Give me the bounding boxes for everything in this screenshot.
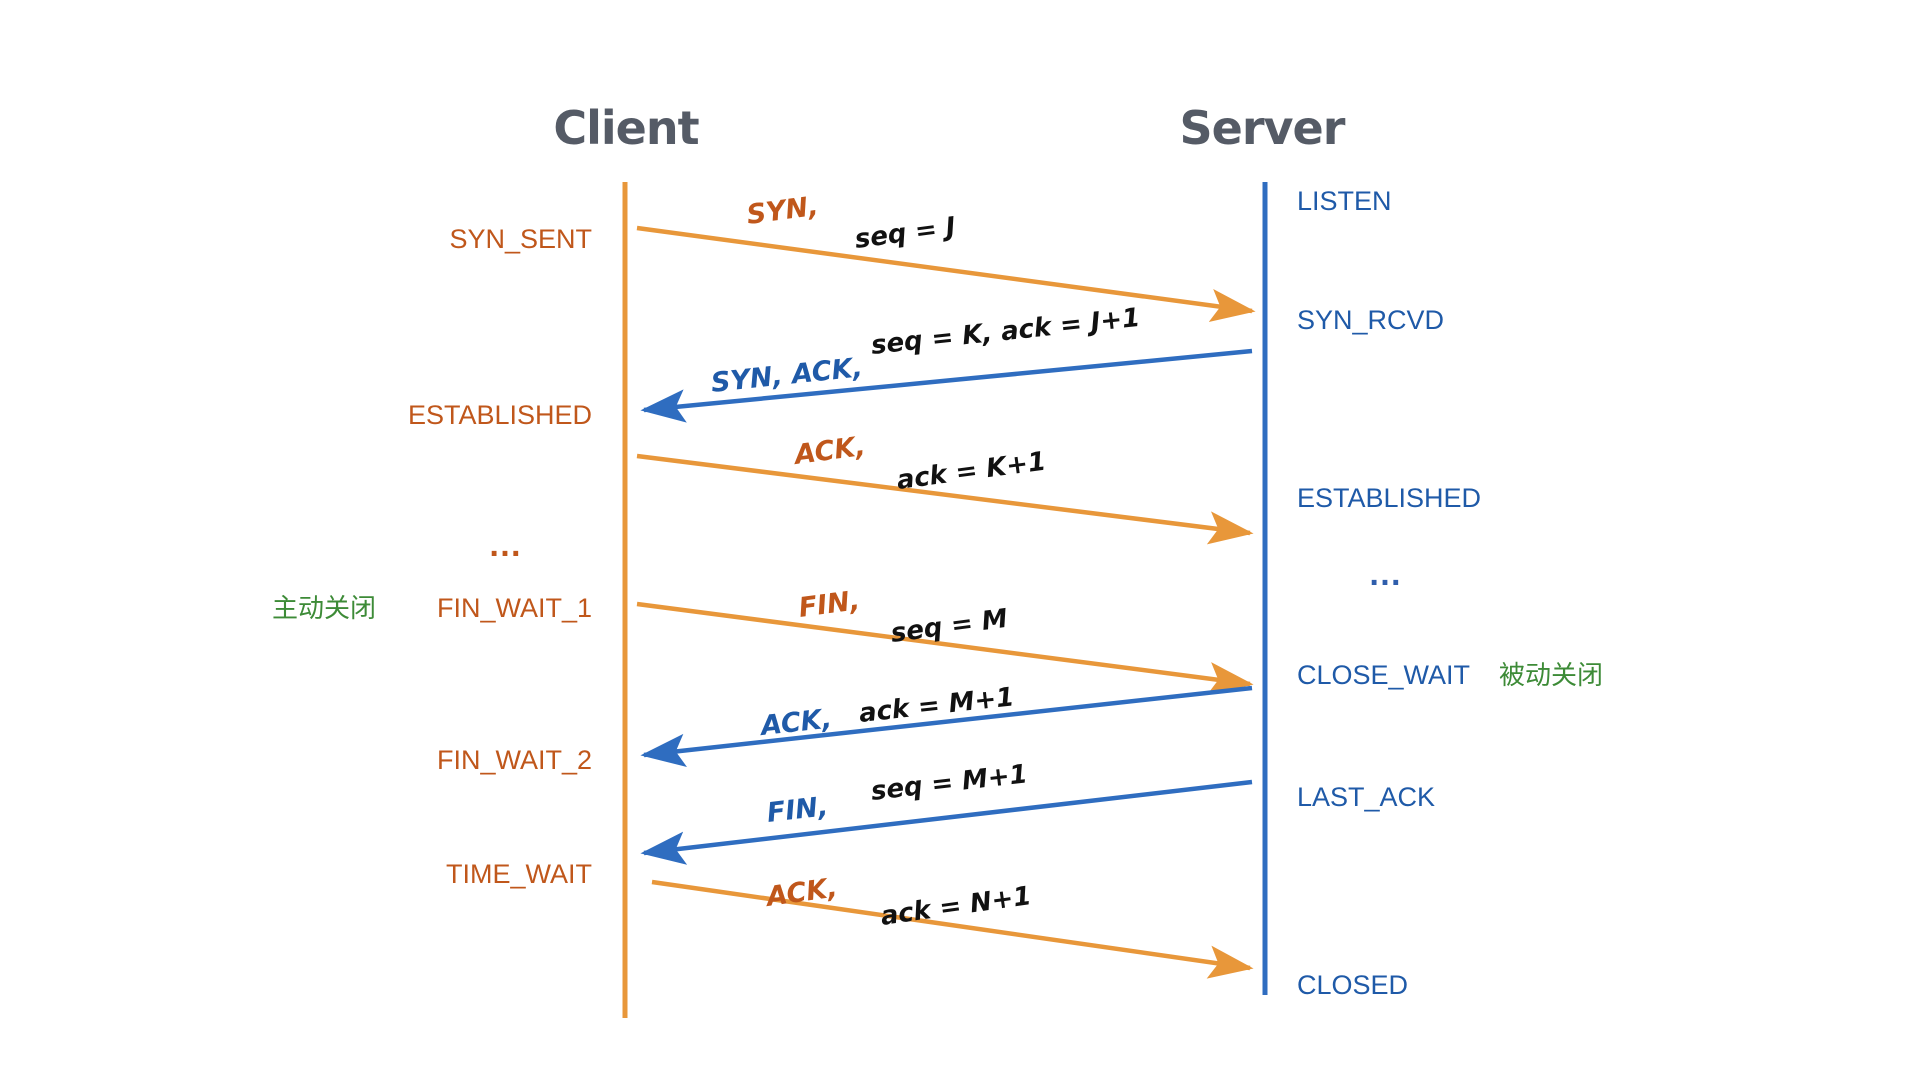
- server-state-closed: CLOSED: [1297, 970, 1408, 1000]
- message-arrow-ack-fin1: [640, 685, 1253, 768]
- actor-title-server: Server: [1180, 101, 1346, 155]
- annotation-active-close: 主动关闭: [272, 594, 376, 624]
- client-ellipsis: …: [488, 526, 522, 564]
- message-flag-fin-server: FIN,: [765, 791, 829, 829]
- message-arrow-fin-client: [636, 601, 1254, 696]
- client-state-fin-wait-2: FIN_WAIT_2: [437, 745, 592, 775]
- message-flag-syn: SYN,: [745, 191, 820, 231]
- server-state-listen: LISTEN: [1297, 186, 1392, 216]
- client-state-fin-wait-1: FIN_WAIT_1: [437, 593, 592, 623]
- actor-title-client: Client: [553, 101, 698, 155]
- server-state-syn-rcvd: SYN_RCVD: [1297, 305, 1444, 335]
- message-payload-ack-handshake: ack = K+1: [895, 447, 1048, 496]
- server-state-established: ESTABLISHED: [1297, 483, 1481, 513]
- message-flag-fin-client: FIN,: [797, 585, 862, 624]
- client-state-time-wait: TIME_WAIT: [446, 859, 592, 889]
- message-arrow-fin-server: [640, 779, 1253, 865]
- server-state-close-wait: CLOSE_WAIT: [1297, 660, 1470, 690]
- message-payload-fin-client: seq = M: [889, 604, 1010, 649]
- message-payload-fin-server: seq = M+1: [869, 759, 1029, 807]
- message-arrow-syn: [636, 225, 1256, 322]
- message-arrow-ack-handshake: [636, 453, 1254, 545]
- server-state-last-ack: LAST_ACK: [1297, 782, 1435, 812]
- message-flag-ack-handshake: ACK,: [791, 431, 867, 471]
- message-arrow-syn-ack: [640, 348, 1253, 423]
- message-payload-syn: seq = J: [853, 212, 958, 255]
- server-ellipsis: …: [1368, 555, 1402, 593]
- annotation-passive-close: 被动关闭: [1499, 661, 1603, 691]
- message-payload-syn-ack: seq = K, ack = J+1: [870, 303, 1142, 361]
- client-state-syn-sent: SYN_SENT: [449, 224, 592, 254]
- client-state-established: ESTABLISHED: [408, 400, 592, 430]
- message-arrow-ack-final: [651, 879, 1254, 979]
